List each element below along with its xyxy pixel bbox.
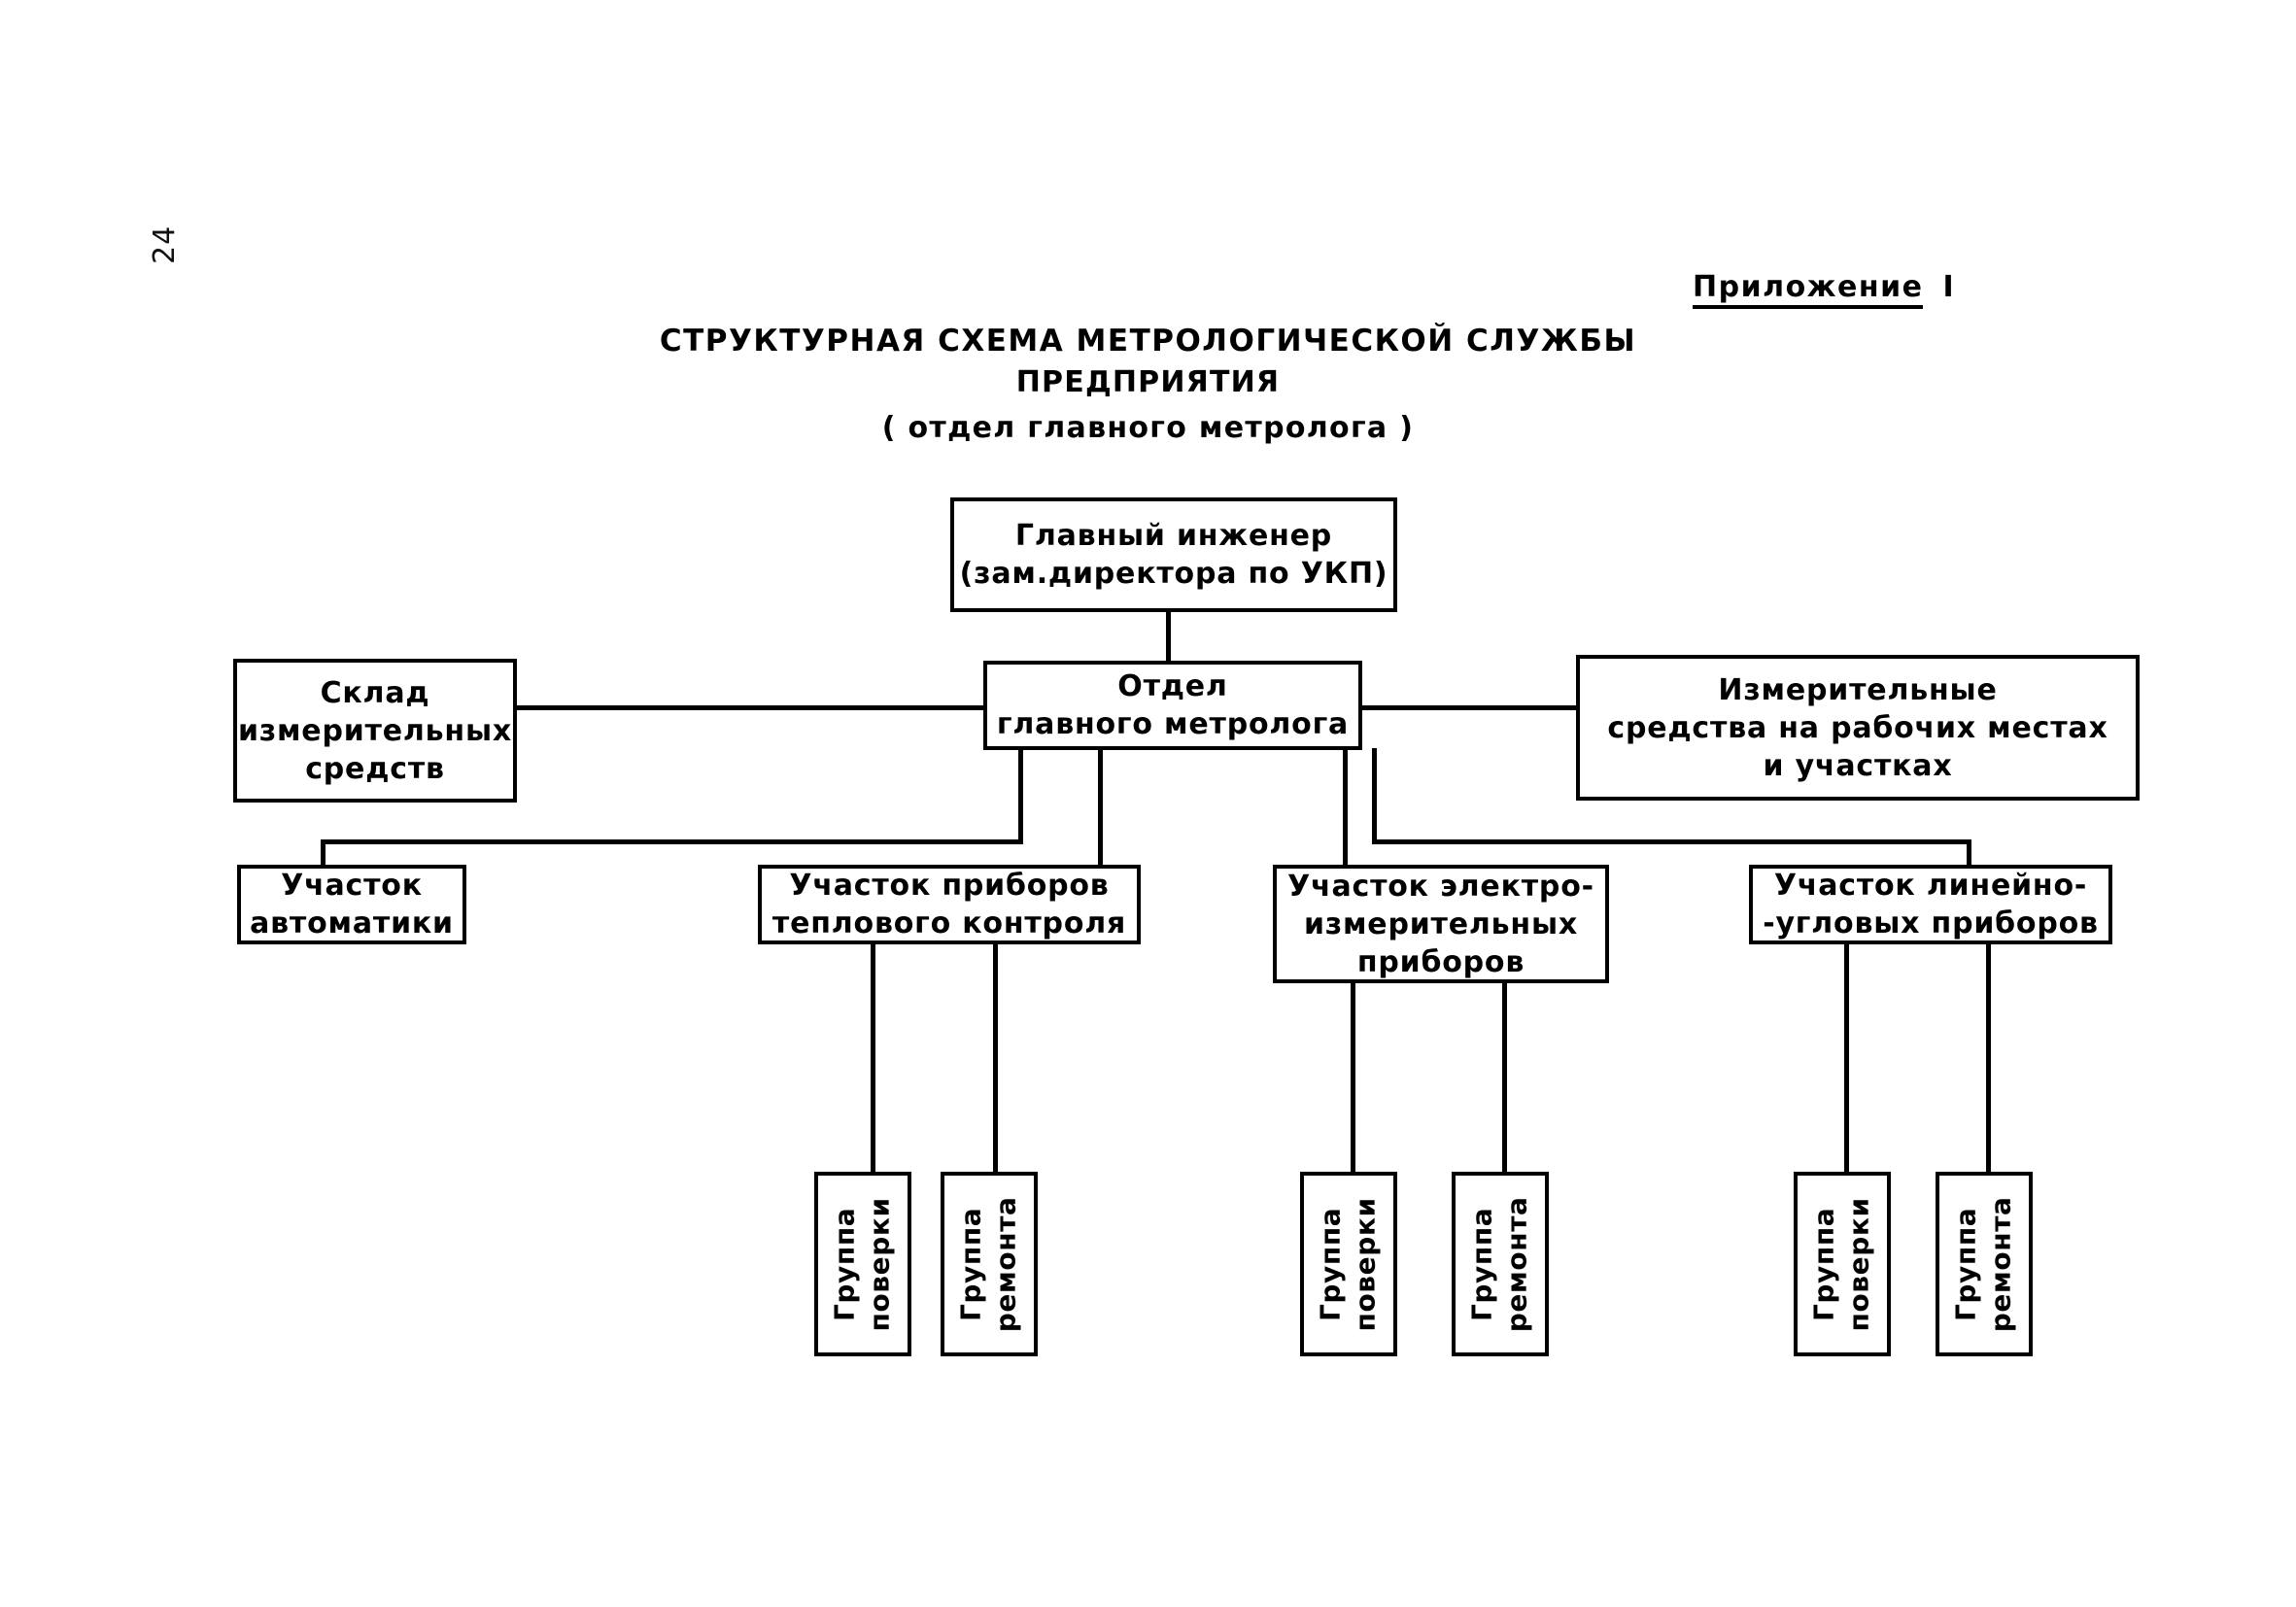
edge-linear-to-group-repair [1986, 940, 1991, 1174]
node-warehouse-line-2: измерительных [237, 713, 513, 748]
edge-dept-to-warehouse [513, 705, 987, 710]
node-group-verify-linear-line-2: поверки [1843, 1196, 1876, 1332]
node-warehouse-line-1: Склад [320, 675, 430, 710]
appendix-label: Приложение I [1693, 270, 1956, 309]
node-group-repair-electro[interactable]: Группа ремонта [1452, 1172, 1549, 1356]
node-group-verify-electro[interactable]: Группа поверки [1300, 1172, 1397, 1356]
node-section-electro-line-2: измерительных [1303, 906, 1579, 941]
chart-title: СТРУКТУРНАЯ СХЕМА МЕТРОЛОГИЧЕСКОЙ СЛУЖБЫ… [0, 321, 2296, 449]
chart-title-line-2: ПРЕДПРИЯТИЯ [1015, 364, 1281, 399]
edge-to-section-linear [1967, 839, 1971, 869]
node-section-electro-line-3: приборов [1356, 944, 1525, 979]
edge-thermal-to-group-repair [993, 940, 998, 1174]
node-section-automation-line-2: автоматики [250, 906, 454, 940]
node-group-repair-electro-line-1: Группа [1465, 1207, 1498, 1321]
node-group-repair-electro-line-2: ремонта [1501, 1196, 1534, 1332]
node-group-verify-linear-line-1: Группа [1807, 1207, 1840, 1321]
node-section-thermal[interactable]: Участок приборов теплового контроля [758, 865, 1141, 944]
edge-to-section-automation [321, 839, 326, 869]
node-section-thermal-line-2: теплового контроля [771, 906, 1127, 940]
node-dept-line-1: Отдел [1117, 669, 1228, 703]
chart-title-line-3: ( отдел главного метролога ) [881, 411, 1415, 446]
vertical-text-wrapper: Группа ремонта [1949, 1196, 2020, 1332]
node-measuring-means-line-2: средства на рабочих местах [1607, 710, 2108, 745]
node-group-repair-linear[interactable]: Группа ремонта [1936, 1172, 2033, 1356]
node-section-linear-line-2: -угловых приборов [1763, 906, 2099, 940]
node-group-repair-thermal-line-2: ремонта [990, 1196, 1023, 1332]
node-group-repair-linear-line-1: Группа [1949, 1207, 1982, 1321]
node-group-repair-linear-line-2: ремонта [1985, 1196, 2018, 1332]
edge-dept-stub-left [1018, 748, 1023, 843]
node-section-automation-line-1: Участок [281, 869, 423, 903]
node-measuring-means-line-3: и участках [1763, 748, 1953, 783]
node-chief-engineer-line-1: Главный инженер [1014, 519, 1333, 553]
page-number: 24 [148, 224, 182, 264]
node-section-electro[interactable]: Участок электро- измерительных приборов [1273, 865, 1609, 983]
node-group-verify-linear[interactable]: Группа поверки [1794, 1172, 1891, 1356]
edge-dept-to-measuring-means [1360, 705, 1578, 710]
node-chief-engineer[interactable]: Главный инженер (зам.директора по УКП) [950, 497, 1397, 612]
edge-dept-to-section-thermal [1098, 748, 1103, 869]
node-group-verify-thermal-line-2: поверки [864, 1196, 897, 1332]
node-section-automation[interactable]: Участок автоматики [237, 865, 466, 944]
node-warehouse[interactable]: Склад измерительных средств [233, 659, 517, 803]
node-group-verify-thermal-line-1: Группа [828, 1207, 861, 1321]
vertical-text-wrapper: Группа поверки [1314, 1197, 1385, 1331]
chart-title-line-1: СТРУКТУРНАЯ СХЕМА МЕТРОЛОГИЧЕСКОЙ СЛУЖБЫ [659, 324, 1637, 359]
edge-electro-to-group-verify [1351, 981, 1355, 1174]
node-chief-engineer-line-2: (зам.директора по УКП) [959, 557, 1388, 591]
node-group-repair-thermal[interactable]: Группа ремонта [941, 1172, 1038, 1356]
vertical-text-wrapper: Группа поверки [1807, 1197, 1878, 1331]
node-section-linear[interactable]: Участок линейно- -угловых приборов [1749, 865, 2112, 944]
edge-dept-to-section-electro [1343, 748, 1348, 869]
node-measuring-means[interactable]: Измерительные средства на рабочих местах… [1576, 655, 2140, 801]
appendix-label-text: Приложение [1693, 270, 1924, 309]
edge-dept-horizontal-right [1372, 839, 1970, 844]
vertical-text-wrapper: Группа поверки [828, 1197, 899, 1331]
edge-dept-stub-right [1372, 748, 1377, 843]
node-dept-chief-metrologist[interactable]: Отдел главного метролога [983, 661, 1362, 750]
node-group-verify-electro-line-2: поверки [1350, 1196, 1383, 1332]
edge-dept-horizontal-left [321, 839, 1023, 844]
vertical-text-wrapper: Группа ремонта [954, 1196, 1025, 1332]
node-section-linear-line-1: Участок линейно- [1773, 869, 2088, 903]
vertical-text-wrapper: Группа ремонта [1465, 1196, 1536, 1332]
node-group-repair-thermal-line-1: Группа [954, 1207, 987, 1321]
node-warehouse-line-3: средств [305, 751, 445, 786]
node-measuring-means-line-1: Измерительные [1718, 672, 1998, 707]
edge-linear-to-group-verify [1844, 940, 1849, 1174]
node-section-electro-line-1: Участок электро- [1287, 869, 1594, 904]
node-group-verify-thermal[interactable]: Группа поверки [814, 1172, 911, 1356]
edge-thermal-to-group-verify [871, 940, 875, 1174]
edge-electro-to-group-repair [1502, 981, 1507, 1174]
edge-chief-to-dept [1166, 608, 1171, 663]
node-section-thermal-line-1: Участок приборов [789, 869, 1110, 903]
node-dept-line-2: главного метролога [996, 707, 1350, 741]
node-group-verify-electro-line-1: Группа [1314, 1207, 1347, 1321]
appendix-numeral: I [1942, 270, 1956, 304]
